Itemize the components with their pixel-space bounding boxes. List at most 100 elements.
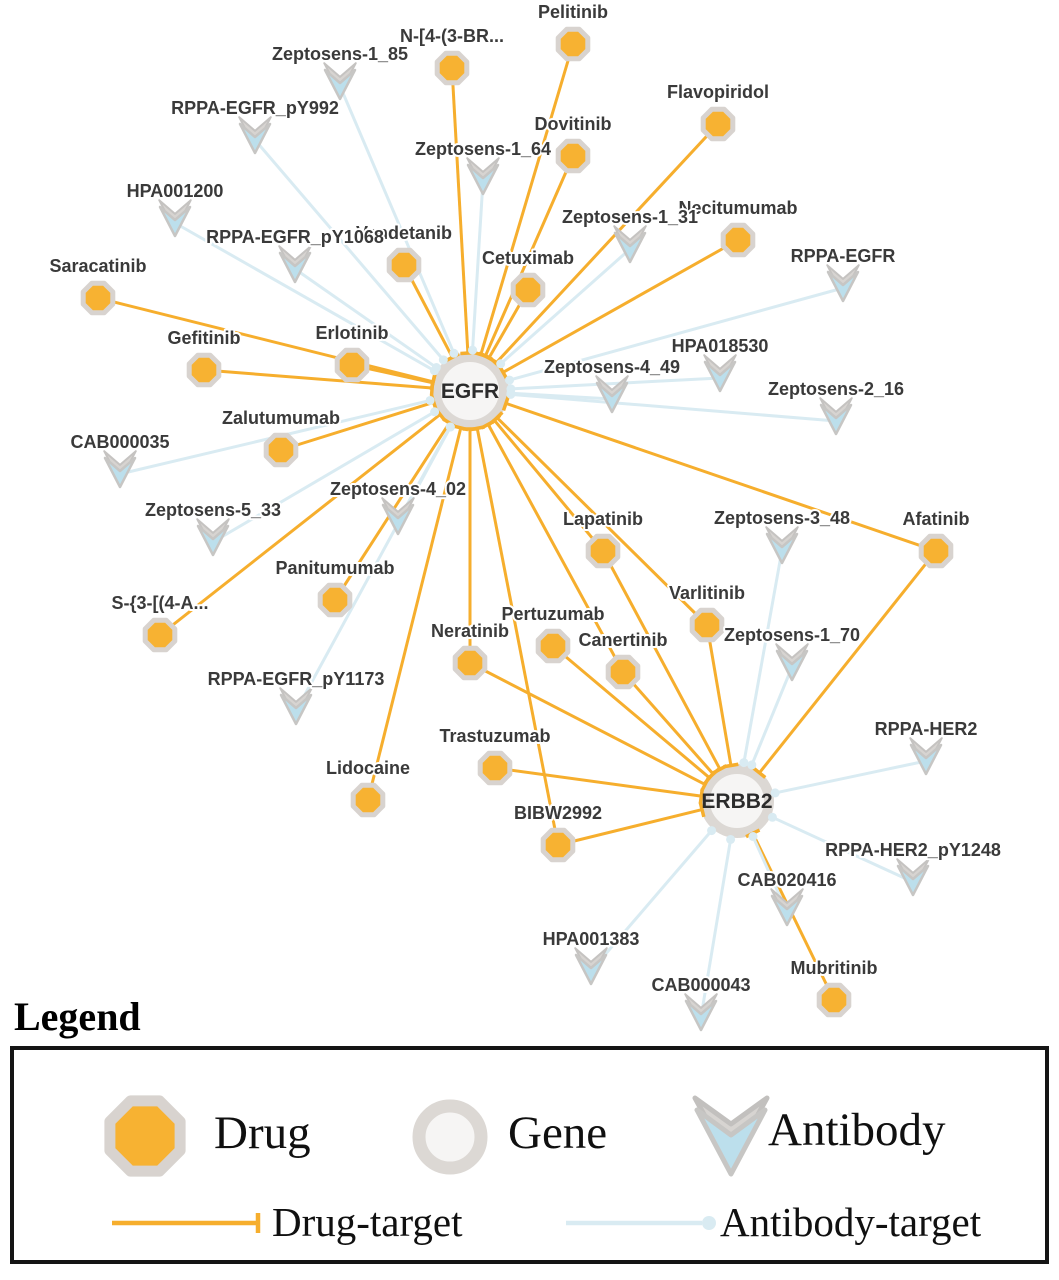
drug-node[interactable] <box>510 272 546 308</box>
gene-node[interactable] <box>431 352 509 430</box>
drug-node[interactable] <box>540 827 576 863</box>
antibody-node[interactable] <box>323 68 357 101</box>
antibody-target-edge[interactable] <box>174 221 436 373</box>
drug-target-edge[interactable] <box>97 296 434 384</box>
drug-target-edge[interactable] <box>552 644 711 779</box>
antibody-node[interactable] <box>765 532 799 565</box>
antibody-node-label: HPA001200 <box>127 181 224 201</box>
antibody-node-label: Zeptosens-3_48 <box>714 508 850 528</box>
drug-node[interactable] <box>317 582 353 618</box>
drug-node[interactable] <box>535 628 571 664</box>
antibody-node-label: Zeptosens-5_33 <box>145 500 281 520</box>
drug-target-edge-swatch <box>108 1209 273 1242</box>
antibody-node[interactable] <box>466 163 500 196</box>
antibody-target-edge[interactable] <box>742 549 784 763</box>
antibody-node[interactable] <box>278 251 312 284</box>
antibody-target-edge[interactable] <box>294 267 438 369</box>
antibody-target-edge[interactable] <box>499 247 631 365</box>
antibody-node[interactable] <box>196 524 230 557</box>
drug-target-edge[interactable] <box>495 416 709 627</box>
antibody-target-dot <box>767 812 777 822</box>
antibody-node[interactable] <box>703 360 737 393</box>
drug-target-edge[interactable] <box>450 67 470 354</box>
antibody-node[interactable] <box>819 403 853 436</box>
drug-target-tee <box>723 762 739 769</box>
drug-target-edge[interactable] <box>557 808 703 847</box>
antibody-target-edge[interactable] <box>771 815 914 884</box>
antibody-node[interactable] <box>770 894 804 927</box>
drug-node[interactable] <box>689 607 725 643</box>
drug-node-label: Canertinib <box>578 630 667 650</box>
drug-target-edge[interactable] <box>705 624 733 766</box>
drug-target-edge[interactable] <box>751 832 836 1001</box>
drug-target-edge[interactable] <box>469 661 706 786</box>
drug-node[interactable] <box>80 280 116 316</box>
antibody-target-edge[interactable] <box>212 410 436 544</box>
drug-target-edge[interactable] <box>479 43 575 355</box>
drug-node[interactable] <box>186 352 222 388</box>
antibody-node[interactable] <box>574 953 608 986</box>
antibody-node[interactable] <box>775 649 809 682</box>
antibody-target-edge[interactable] <box>589 829 713 972</box>
drug-target-edge[interactable] <box>280 400 435 452</box>
drug-node[interactable] <box>452 645 488 681</box>
antibody-node[interactable] <box>381 503 415 536</box>
drug-target-edge[interactable] <box>601 550 722 770</box>
drug-node[interactable] <box>434 50 470 86</box>
drug-node[interactable] <box>555 138 591 174</box>
drug-node[interactable] <box>816 982 852 1018</box>
gene-node[interactable] <box>700 764 774 838</box>
antibody-target-edge[interactable] <box>510 392 837 423</box>
drug-node[interactable] <box>263 432 299 468</box>
drug-node[interactable] <box>555 26 591 62</box>
antibody-target-edge[interactable] <box>510 376 721 391</box>
drug-node[interactable] <box>720 222 756 258</box>
drug-node-label: Afatinib <box>903 509 970 529</box>
antibody-node[interactable] <box>238 122 272 155</box>
drug-node[interactable] <box>334 347 370 383</box>
antibody-target-edge[interactable] <box>338 85 456 354</box>
drug-target-edge[interactable] <box>493 419 605 552</box>
drug-target-edge[interactable] <box>621 671 715 776</box>
drug-node[interactable] <box>605 654 641 690</box>
drug-target-edge[interactable] <box>159 413 442 637</box>
antibody-node[interactable] <box>103 456 137 489</box>
drug-node[interactable] <box>142 617 178 653</box>
antibody-target-edge[interactable] <box>294 426 452 712</box>
antibody-node-label: Zeptosens-2_16 <box>768 379 904 399</box>
drug-node[interactable] <box>386 247 422 283</box>
drug-target-edge[interactable] <box>486 423 625 673</box>
drug-node[interactable] <box>918 533 954 569</box>
antibody-target-dot <box>449 348 459 358</box>
antibody-node[interactable] <box>896 864 930 897</box>
antibody-node[interactable] <box>909 743 943 776</box>
drug-target-edge[interactable] <box>502 238 739 374</box>
antibody-node[interactable] <box>684 999 718 1032</box>
drug-node[interactable] <box>477 750 513 786</box>
gene-circle-icon <box>412 1099 488 1175</box>
antibody-node[interactable] <box>826 270 860 303</box>
drug-node[interactable] <box>585 533 621 569</box>
drug-target-edge[interactable] <box>494 122 720 365</box>
drug-target-edge[interactable] <box>758 550 938 774</box>
antibody-target-edge-swatch <box>562 1209 722 1242</box>
drug-node[interactable] <box>350 782 386 818</box>
drug-node[interactable] <box>700 106 736 142</box>
antibody-node[interactable] <box>279 693 313 726</box>
antibody-node[interactable] <box>158 205 192 238</box>
drug-target-edge[interactable] <box>203 368 433 390</box>
antibody-target-edge[interactable] <box>699 839 733 1018</box>
drug-target-edge[interactable] <box>494 766 702 798</box>
drug-target-edge[interactable] <box>483 155 575 357</box>
drug-target-edge[interactable] <box>505 401 937 553</box>
gene-node-label: EGFR <box>441 380 499 403</box>
antibody-node[interactable] <box>595 381 629 414</box>
antibody-target-edge[interactable] <box>750 666 794 766</box>
antibody-target-edge[interactable] <box>253 139 445 361</box>
antibody-target-edge[interactable] <box>774 759 927 795</box>
antibody-target-edge[interactable] <box>509 286 844 382</box>
drug-target-edge[interactable] <box>366 427 463 801</box>
antibody-node[interactable] <box>613 231 647 264</box>
antibody-target-edge[interactable] <box>471 180 485 351</box>
